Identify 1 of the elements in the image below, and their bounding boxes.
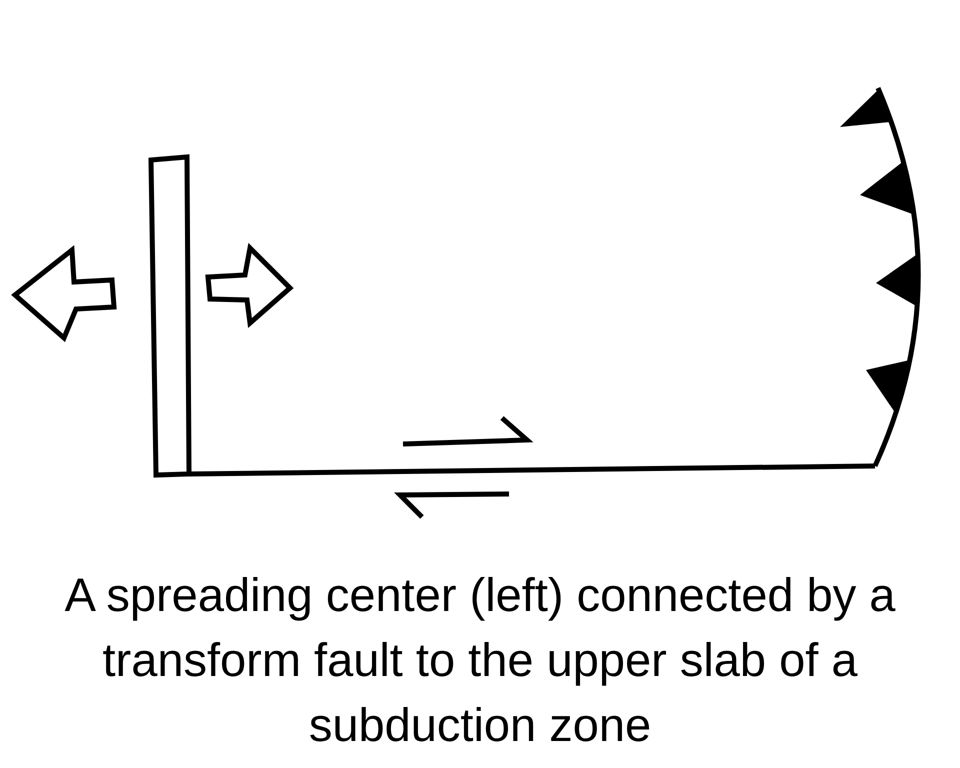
caption: A spreading center (left) connected by a transform fault to the upper slab of a subduction zone [64,567,896,753]
